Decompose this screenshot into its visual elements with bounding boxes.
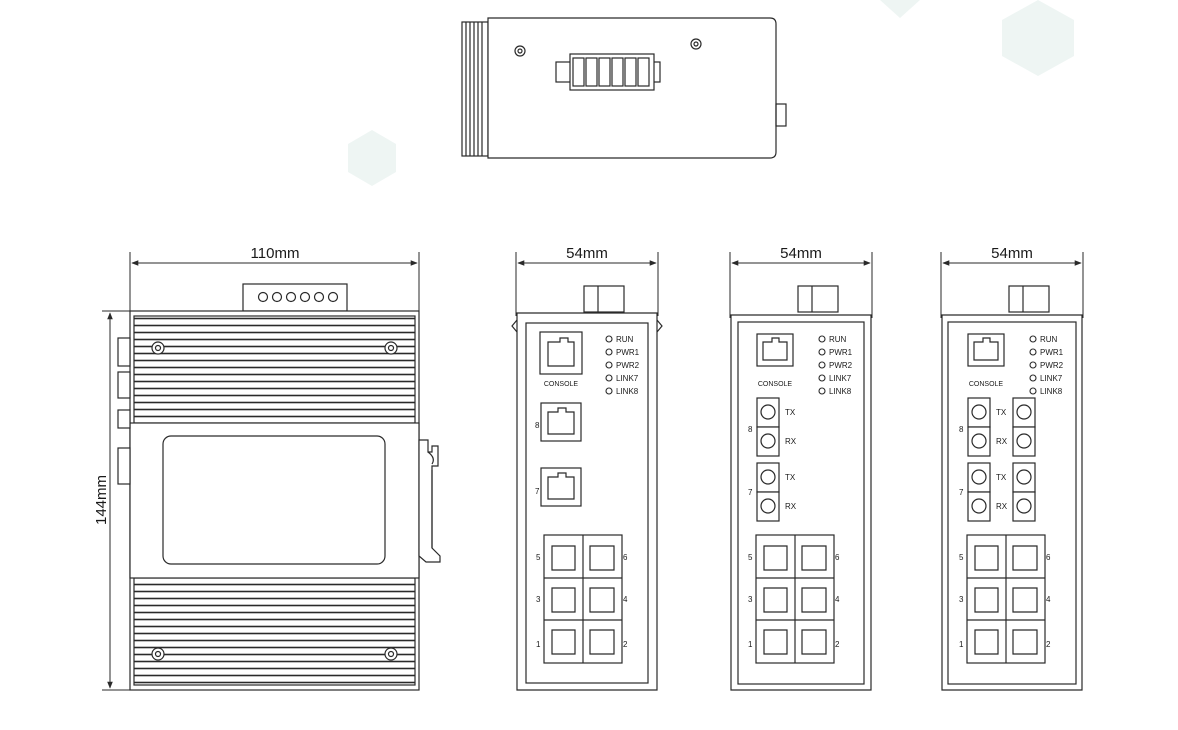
led-label-pwr1-c: PWR1: [1040, 348, 1064, 357]
side-view-copper: 54mm RUN: [511, 245, 663, 691]
side-view-fiber-single: 54mm R: [729, 245, 873, 691]
fiber-port-8-b[interactable]: [756, 397, 780, 457]
port-number-7-b: 7: [748, 488, 753, 497]
rx-label-7-c: RX: [996, 502, 1008, 511]
lower-heat-fins: [133, 577, 416, 686]
din-rail-clip: [418, 439, 441, 563]
led-label-link7-c: LINK7: [1040, 374, 1063, 383]
depth-label-b: 54mm: [780, 245, 822, 262]
rx-label-8-b: RX: [785, 437, 797, 446]
port-number-6-a: 6: [623, 553, 628, 562]
port-number-7-a: 7: [535, 487, 540, 496]
rx-label-7-b: RX: [785, 502, 797, 511]
led-label-run-b: RUN: [829, 335, 847, 344]
port-number-2-a: 2: [623, 640, 628, 649]
port-number-6-b: 6: [835, 553, 840, 562]
port-number-1-a: 1: [536, 640, 541, 649]
port-number-4-c: 4: [1046, 595, 1051, 604]
port-number-1-b: 1: [748, 640, 753, 649]
led-label-link8-b: LINK8: [829, 387, 852, 396]
height-label: 144mm: [93, 475, 110, 525]
console-port-a[interactable]: [539, 331, 583, 375]
port-number-4-a: 4: [623, 595, 628, 604]
rx-label-8-c: RX: [996, 437, 1008, 446]
led-label-pwr2-a: PWR2: [616, 361, 640, 370]
led-indicators-b: [818, 335, 826, 395]
led-label-pwr2-c: PWR2: [1040, 361, 1064, 370]
top-view: [461, 17, 787, 159]
led-label-link8-c: LINK8: [1040, 387, 1063, 396]
led-label-pwr1-a: PWR1: [616, 348, 640, 357]
port-number-4-b: 4: [835, 595, 840, 604]
port-8-rj45-a[interactable]: [540, 402, 582, 442]
tx-label-7-c: TX: [996, 473, 1007, 482]
side-connector-b: [797, 285, 839, 313]
port-number-2-b: 2: [835, 640, 840, 649]
console-label-a: CONSOLE: [544, 381, 579, 388]
port-number-6-c: 6: [1046, 553, 1051, 562]
fiber-port-8-c[interactable]: [967, 397, 1036, 457]
port-number-5-b: 5: [748, 553, 753, 562]
tx-label-8-c: TX: [996, 408, 1007, 417]
port-7-rj45-a[interactable]: [540, 467, 582, 507]
upper-heat-fins: [133, 315, 416, 424]
depth-label-c: 54mm: [991, 245, 1033, 262]
port-number-3-c: 3: [959, 595, 964, 604]
port-number-8-a: 8: [535, 421, 540, 430]
led-label-link7-a: LINK7: [616, 374, 639, 383]
port-number-1-c: 1: [959, 640, 964, 649]
port-number-2-c: 2: [1046, 640, 1051, 649]
tx-label-7-b: TX: [785, 473, 796, 482]
port-number-8-b: 8: [748, 425, 753, 434]
console-label-b: CONSOLE: [758, 381, 793, 388]
side-connector-c: [1008, 285, 1050, 313]
led-label-pwr2-b: PWR2: [829, 361, 853, 370]
side-view-fiber-dual: 54mm: [940, 245, 1084, 691]
port-number-5-c: 5: [959, 553, 964, 562]
side-connector-a: [583, 285, 625, 313]
led-label-run-a: RUN: [616, 335, 634, 344]
port-number-3-b: 3: [748, 595, 753, 604]
width-label: 110mm: [251, 245, 300, 262]
width-dimension: [129, 252, 420, 316]
led-label-link7-b: LINK7: [829, 374, 852, 383]
fiber-port-7-b[interactable]: [756, 462, 780, 522]
port-number-8-c: 8: [959, 425, 964, 434]
led-label-run-c: RUN: [1040, 335, 1058, 344]
front-label-window: [162, 435, 386, 565]
console-label-c: CONSOLE: [969, 381, 1004, 388]
port-number-5-a: 5: [536, 553, 541, 562]
depth-label-a: 54mm: [566, 245, 608, 262]
front-view: 110mm 144mm: [93, 245, 441, 691]
terminal-block-top: [555, 53, 661, 91]
port-number-3-a: 3: [536, 595, 541, 604]
led-indicators-c: [1029, 335, 1037, 395]
led-label-pwr1-b: PWR1: [829, 348, 853, 357]
fiber-port-7-c[interactable]: [967, 462, 1036, 522]
front-terminal-block: [242, 283, 348, 312]
height-dimension: [102, 310, 132, 691]
tx-label-8-b: TX: [785, 408, 796, 417]
led-label-link8-a: LINK8: [616, 387, 639, 396]
led-indicators-a: [605, 335, 613, 395]
front-screws: [151, 341, 398, 661]
port-number-7-c: 7: [959, 488, 964, 497]
left-mounting-tabs: [117, 337, 131, 485]
watermark-hexagons: [348, 0, 1074, 186]
